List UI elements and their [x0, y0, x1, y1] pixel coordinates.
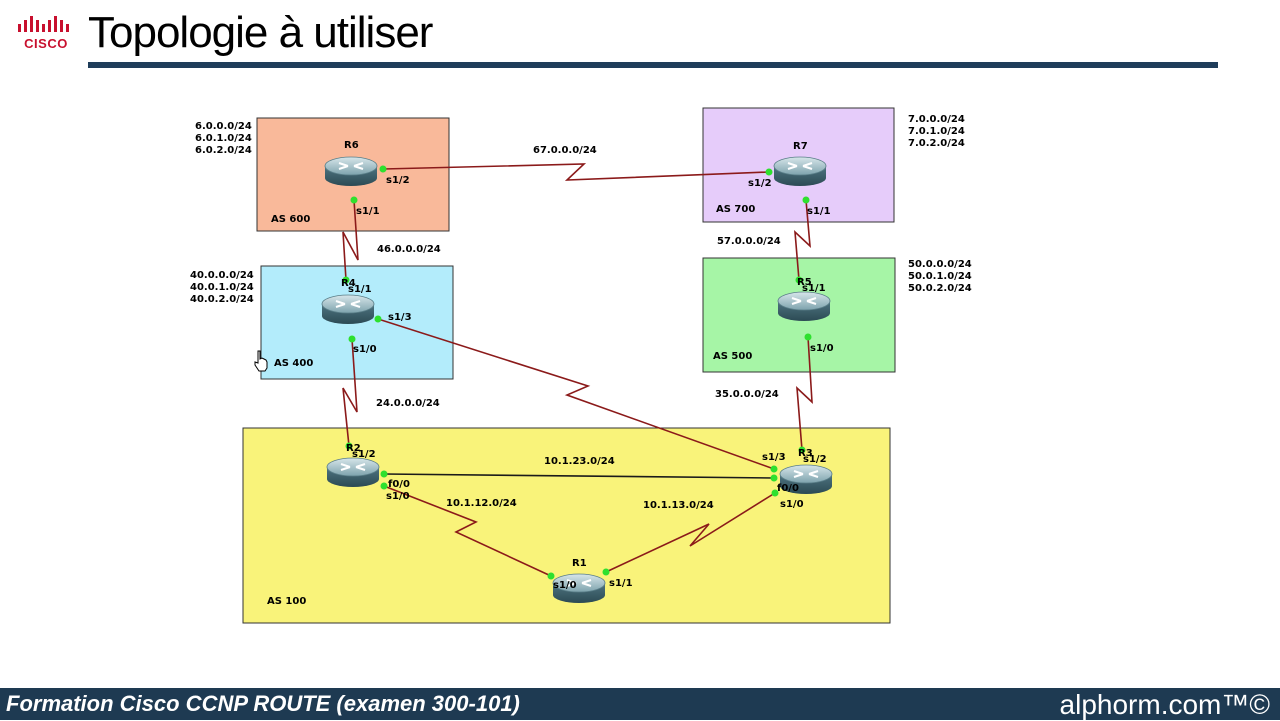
as600-network-2: 6.0.1.0/24	[195, 133, 252, 144]
link-r1-r3-subnet: 10.1.13.0/24	[643, 500, 714, 511]
r3-interface-f00: f0/0	[777, 483, 799, 494]
link-r5-r3-subnet: 35.0.0.0/24	[715, 389, 779, 400]
as400-network-1: 40.0.0.0/24	[190, 270, 254, 281]
router-r3-label: R3	[798, 448, 813, 459]
link-r4-r2	[342, 338, 358, 447]
link-r7-r5-subnet: 57.0.0.0/24	[717, 236, 781, 247]
as600-network-3: 6.0.2.0/24	[195, 145, 252, 156]
page-title: Topologie à utiliser	[88, 8, 433, 57]
router-r2-icon[interactable]	[326, 457, 380, 488]
r4-interface-s10: s1/0	[353, 344, 377, 355]
r3-interface-s13: s1/3	[762, 452, 786, 463]
as400-network-2: 40.0.1.0/24	[190, 282, 254, 293]
r7-interface-s12: s1/2	[748, 178, 772, 189]
hand-cursor-icon	[254, 350, 268, 372]
cisco-logo: CISCO	[14, 14, 78, 54]
as100-label: AS 100	[267, 596, 306, 607]
r6-interface-s12: s1/2	[386, 175, 410, 186]
as500-network-2: 50.0.1.0/24	[908, 271, 972, 282]
link-r6-r4-subnet: 46.0.0.0/24	[377, 244, 441, 255]
footer-bar: Formation Cisco CCNP ROUTE (examen 300-1…	[0, 688, 1280, 720]
as400-network-3: 40.0.2.0/24	[190, 294, 254, 305]
r3-interface-s10: s1/0	[780, 499, 804, 510]
as600-network-1: 6.0.0.0/24	[195, 121, 252, 132]
r5-interface-s10: s1/0	[810, 343, 834, 354]
as700-network-3: 7.0.2.0/24	[908, 138, 965, 149]
link-r7-r5	[794, 199, 811, 281]
r2-interface-s12: s1/2	[352, 449, 376, 460]
link-r5-r3	[796, 336, 813, 451]
as500-network-1: 50.0.0.0/24	[908, 259, 972, 270]
link-r2-r1-subnet: 10.1.12.0/24	[446, 498, 517, 509]
router-r1-label: R1	[572, 558, 587, 569]
link-r4-r2-subnet: 24.0.0.0/24	[376, 398, 440, 409]
r4-interface-s11: s1/1	[348, 284, 372, 295]
router-r7-label: R7	[793, 141, 808, 152]
title-divider	[88, 62, 1218, 68]
r1-interface-s10: s1/0	[553, 580, 577, 591]
router-r5-label: R5	[797, 277, 812, 288]
router-r4-icon[interactable]	[321, 294, 375, 325]
router-r6-label: R6	[344, 140, 359, 151]
cisco-logo-text: CISCO	[24, 36, 68, 51]
router-r4-label: R4	[341, 278, 356, 289]
link-r2-r3-subnet: 10.1.23.0/24	[544, 456, 615, 467]
as700-network-1: 7.0.0.0/24	[908, 114, 965, 125]
link-r2-r1	[383, 485, 552, 577]
link-r4-r3	[377, 318, 775, 470]
as700-label: AS 700	[716, 204, 755, 215]
link-r1-r3	[605, 492, 776, 573]
network-topology-diagram: R6 R7 R4 R5 R2 R3 R1 AS 600 AS 700 AS 40…	[190, 107, 972, 624]
r6-interface-s11: s1/1	[356, 206, 380, 217]
router-r5-icon[interactable]	[777, 291, 831, 322]
link-r6-r7	[382, 163, 770, 181]
r3-interface-s12: s1/2	[803, 454, 827, 465]
brand-label: alphorm.com™©	[1059, 689, 1270, 720]
r1-interface-s11: s1/1	[609, 578, 633, 589]
as400-label: AS 400	[274, 358, 313, 369]
as700-network-2: 7.0.1.0/24	[908, 126, 965, 137]
as500-label: AS 500	[713, 351, 752, 362]
router-r2-label: R2	[346, 443, 361, 454]
link-r2-r3-ethernet	[383, 473, 775, 479]
r4-interface-s13: s1/3	[388, 312, 412, 323]
r7-interface-s11: s1/1	[807, 206, 831, 217]
as600-label: AS 600	[271, 214, 310, 225]
port-dots	[342, 165, 812, 580]
course-title: Formation Cisco CCNP ROUTE (examen 300-1…	[6, 691, 520, 716]
router-r6-icon[interactable]	[324, 156, 378, 187]
as500-network-3: 50.0.2.0/24	[908, 283, 972, 294]
r5-interface-s11: s1/1	[802, 283, 826, 294]
link-r6-r4	[342, 199, 359, 281]
link-r6-r7-subnet: 67.0.0.0/24	[533, 145, 597, 156]
r2-interface-f00: f0/0	[388, 479, 410, 490]
router-r7-icon[interactable]	[773, 156, 827, 187]
r2-interface-s10: s1/0	[386, 491, 410, 502]
